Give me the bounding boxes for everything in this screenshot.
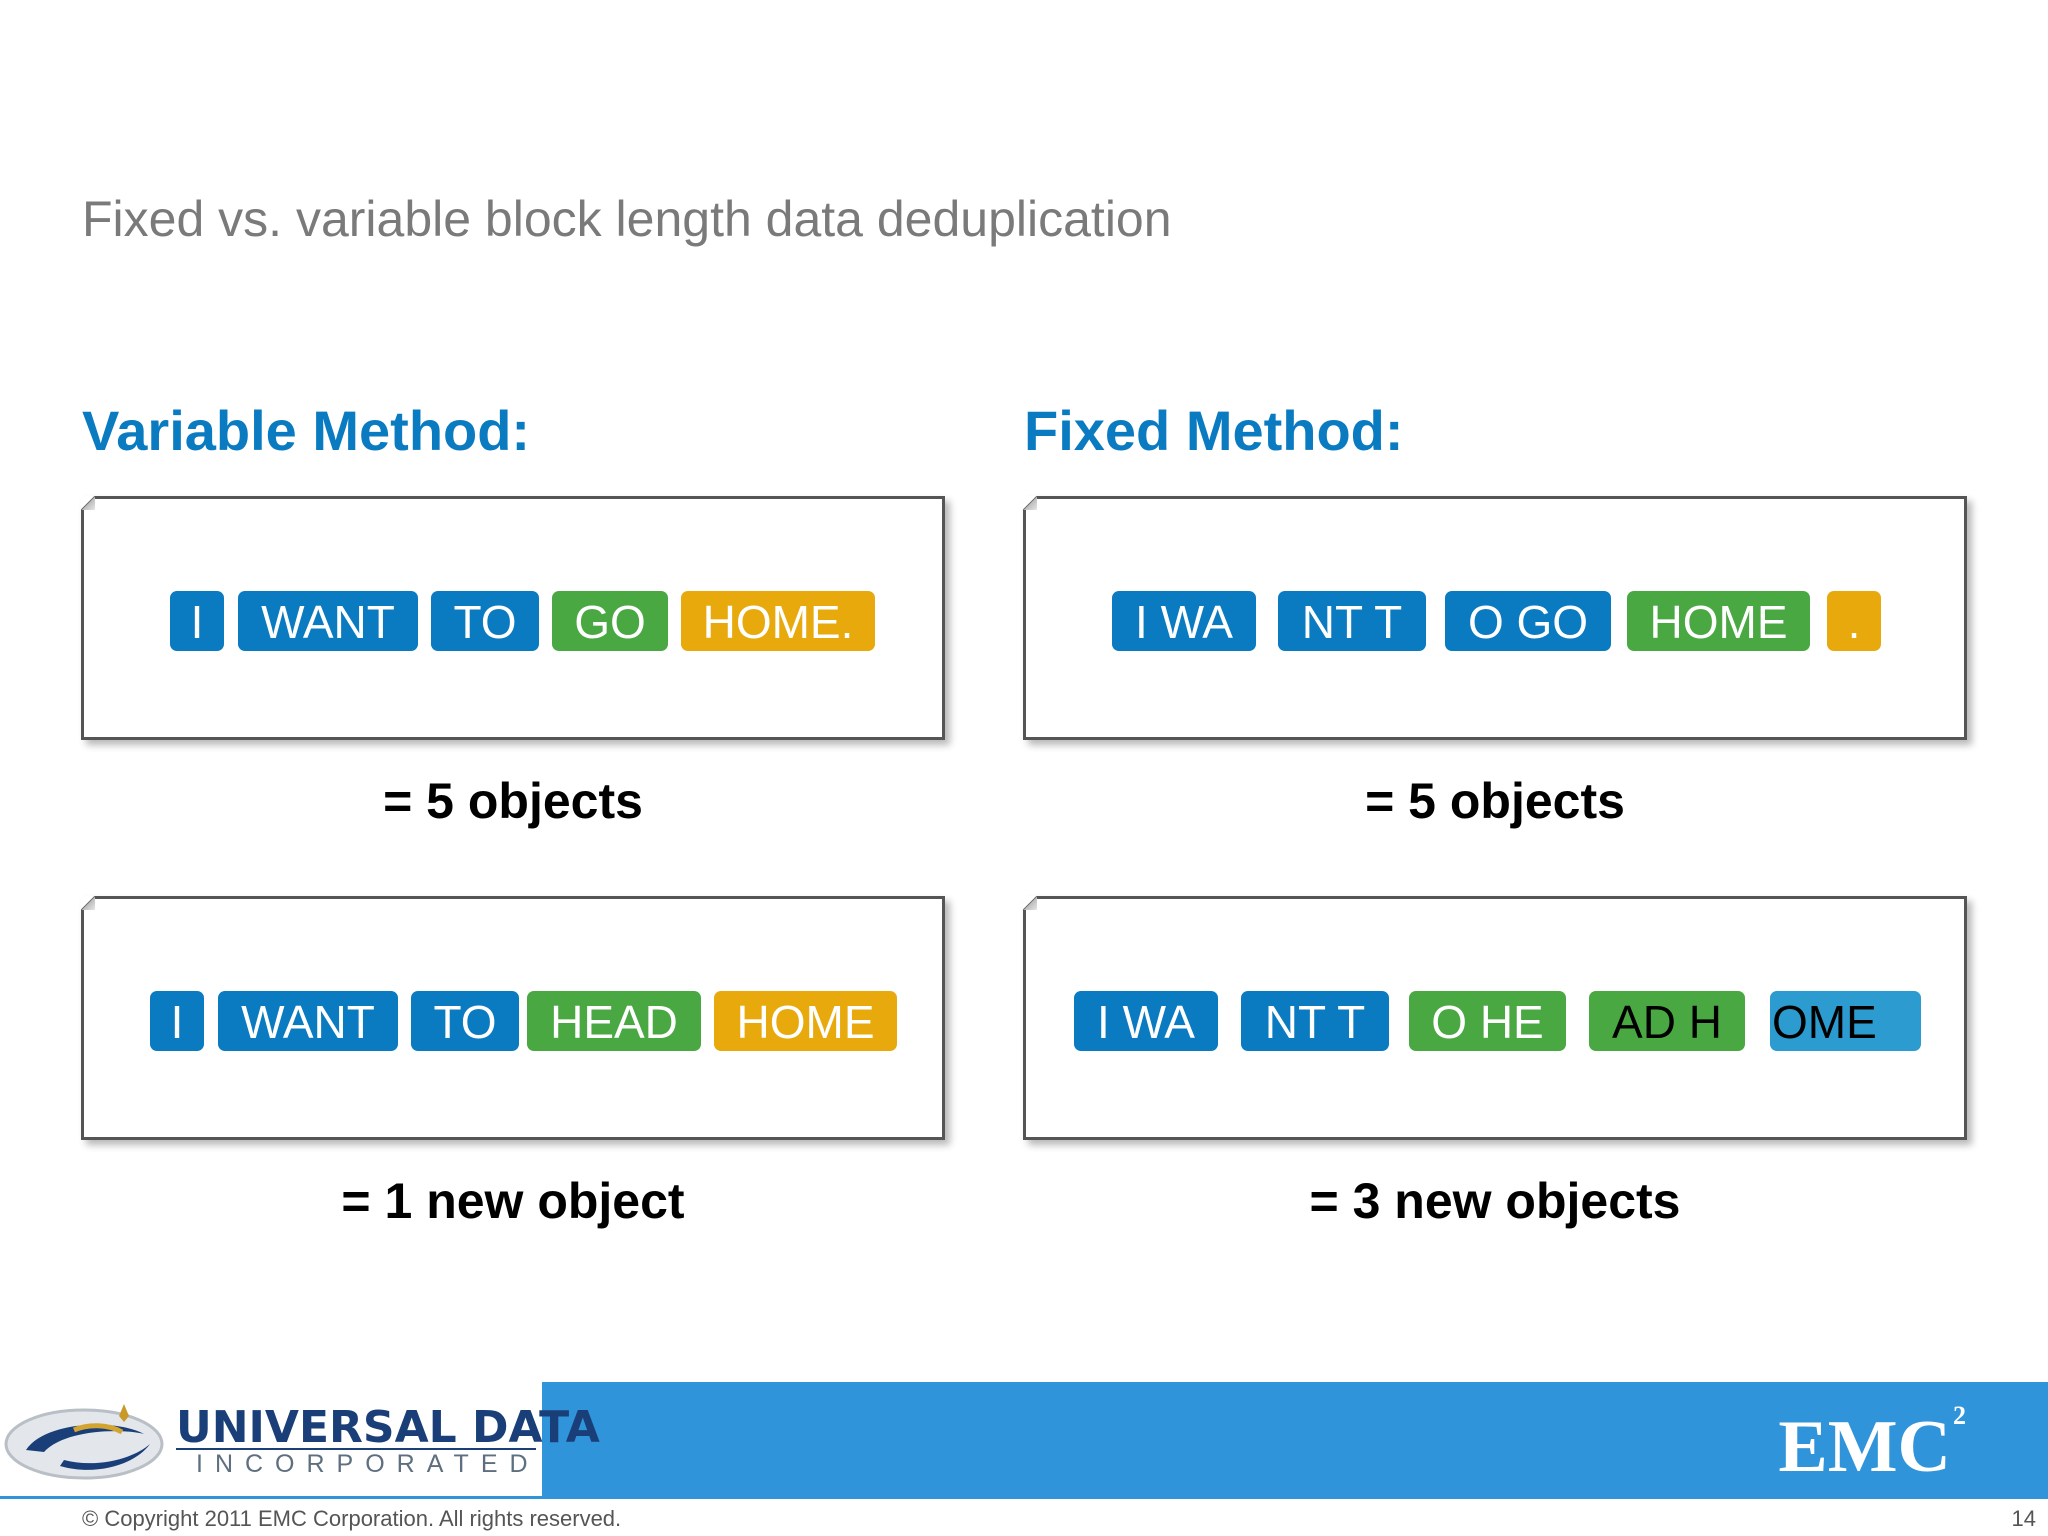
chunk-chip: HOME bbox=[1627, 591, 1810, 651]
universal-data-logo: UNIVERSAL DATA INCORPORATED bbox=[0, 1372, 600, 1496]
fixed-chips-original: I WA NT T O GO HOME . bbox=[1026, 591, 1964, 651]
footer-rule bbox=[0, 1496, 2048, 1499]
chunk-chip: GO bbox=[552, 591, 668, 651]
fixed-panel-modified: I WA NT T O HE AD H OME bbox=[1023, 896, 1967, 1140]
page-number: 14 bbox=[2011, 1506, 2036, 1531]
chunk-chip: I WA bbox=[1112, 591, 1256, 651]
chunk-chip: HOME bbox=[714, 991, 897, 1051]
emc-brand: EMC bbox=[1778, 1406, 1951, 1488]
variable-chips-modified: I WANT TO HEAD HOME bbox=[84, 991, 942, 1051]
chunk-chip: AD H bbox=[1589, 991, 1745, 1051]
chunk-chip: I WA bbox=[1074, 991, 1218, 1051]
chunk-chip: O GO bbox=[1445, 591, 1611, 651]
variable-panel-original: I WANT TO GO HOME. bbox=[81, 496, 945, 740]
logo-sub: INCORPORATED bbox=[196, 1450, 540, 1478]
fixed-method-heading: Fixed Method: bbox=[1024, 399, 1404, 462]
chunk-chip: HEAD bbox=[527, 991, 701, 1051]
logo-name: UNIVERSAL DATA bbox=[176, 1402, 600, 1453]
emc-logo: EMC2 bbox=[1778, 1401, 1966, 1490]
slide-title: Fixed vs. variable block length data ded… bbox=[82, 191, 1172, 247]
chunk-chip: TO bbox=[411, 991, 519, 1051]
chunk-chip: . bbox=[1827, 591, 1881, 651]
footer-band bbox=[542, 1382, 2048, 1496]
chunk-chip: NT T bbox=[1241, 991, 1389, 1051]
fixed-panel-original: I WA NT T O GO HOME . bbox=[1023, 496, 1967, 740]
chunk-chip: HOME. bbox=[681, 591, 875, 651]
variable-chips-original: I WANT TO GO HOME. bbox=[84, 591, 942, 651]
copyright-text: © Copyright 2011 EMC Corporation. All ri… bbox=[82, 1506, 622, 1531]
logo-rule bbox=[176, 1448, 536, 1450]
variable-result-original: = 5 objects bbox=[383, 773, 643, 829]
chunk-chip: TO bbox=[431, 591, 539, 651]
chunk-chip: I bbox=[150, 991, 204, 1051]
chunk-chip: WANT bbox=[238, 591, 418, 651]
chunk-chip: I bbox=[170, 591, 224, 651]
fixed-chips-modified: I WA NT T O HE AD H OME bbox=[1026, 991, 1964, 1051]
variable-method-heading: Variable Method: bbox=[82, 399, 531, 462]
fixed-result-original: = 5 objects bbox=[1365, 773, 1625, 829]
universal-data-swoosh-icon bbox=[4, 1404, 164, 1480]
chunk-chip: OME bbox=[1770, 991, 1921, 1051]
emc-brand-sup: 2 bbox=[1953, 1401, 1966, 1430]
fixed-result-modified: = 3 new objects bbox=[1309, 1173, 1681, 1229]
chunk-chip: WANT bbox=[218, 991, 398, 1051]
variable-result-modified: = 1 new object bbox=[341, 1173, 685, 1229]
chunk-chip: NT T bbox=[1278, 591, 1426, 651]
chunk-chip: O HE bbox=[1409, 991, 1566, 1051]
variable-panel-modified: I WANT TO HEAD HOME bbox=[81, 896, 945, 1140]
